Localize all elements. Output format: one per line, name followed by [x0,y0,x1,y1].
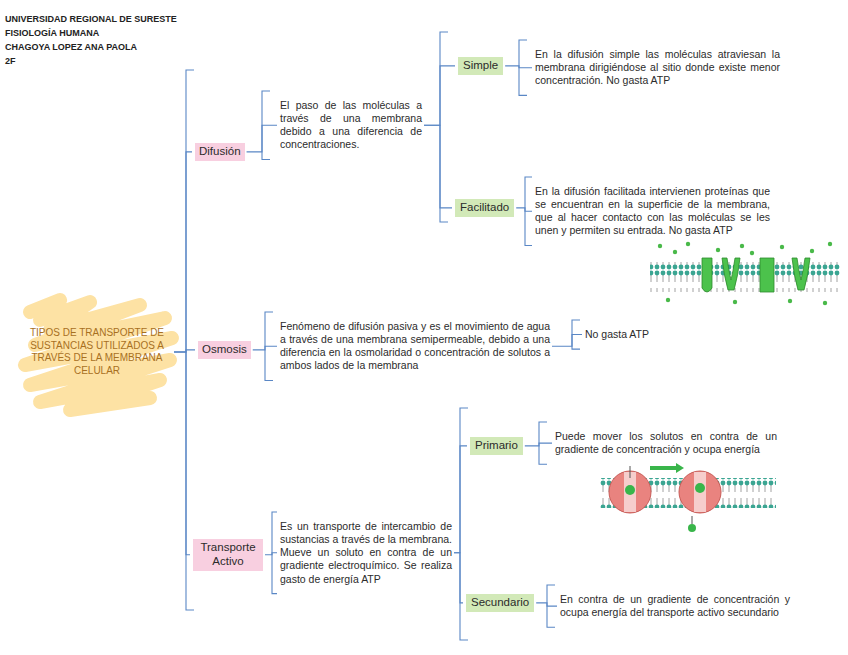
primary-transport-figure [600,463,776,532]
node-text: Puede mover los solutos en contra de un … [555,430,777,456]
description-text: Fenómeno de difusión pasiva y es el movi… [280,320,550,373]
subtype-tag: Facilitado [455,199,514,217]
category-tag: Osmosis [198,341,251,359]
bracket-connector [454,553,463,603]
bracket-connector [265,553,277,555]
node-text: Primario [475,439,518,453]
note-text: No gasta ATP [585,328,649,341]
bracket-connector [424,125,452,208]
bracket-spine [186,70,194,610]
bracket-spine [272,512,277,594]
description-text: En contra de un gradiente de concentraci… [560,593,790,619]
bracket-connector [525,443,552,446]
node-text: Simple [463,59,498,73]
root-topic: TIPOS DE TRANSPORTE DE SUSTANCIAS UTILIZ… [22,325,172,379]
bracket-spine [525,177,532,246]
header-text: UNIVERSIDAD REGIONAL DE SURESTE [5,14,177,24]
bracket-spine [519,40,527,95]
header-text: 2F [5,56,16,66]
node-text: Osmosis [202,343,247,357]
bracket-spine [539,422,547,464]
scribble-background [25,300,172,410]
bracket-spine [440,32,448,222]
description-text: Es un transporte de intercambio de susta… [280,520,452,586]
category-tag: Difusión [195,143,245,161]
bracket-connector [552,335,582,347]
facilitated-diffusion-figure [650,242,840,305]
node-text: Es un transporte de intercambio de susta… [280,520,452,586]
subtype-tag: Primario [470,437,523,455]
node-text: En la difusión simple las moléculas atra… [535,48,780,87]
bracket-connector [516,208,532,211]
bracket-spine [547,585,555,627]
header-text: CHAGOYA LOPEZ ANA PAOLA [5,42,137,52]
subtype-tag: Secundario [466,594,534,612]
description-text: En la difusión simple las moléculas atra… [535,48,780,87]
bracket-connector [174,152,192,352]
node-text: Difusión [199,145,241,159]
header-text: FISIOLOGÍA HUMANA [5,28,99,38]
category-tag: Transporte Activo [193,539,263,571]
node-text: En la difusión facilitada intervienen pr… [535,185,770,238]
description-text: Puede mover los solutos en contra de un … [555,430,777,456]
node-text: TIPOS DE TRANSPORTE DE SUSTANCIAS UTILIZ… [24,327,170,377]
node-text: Transporte Activo [197,541,259,569]
node-text: Fenómeno de difusión pasiva y es el movi… [280,320,550,373]
description-text: El paso de las moléculas a través de una… [280,99,422,152]
node-text: Secundario [471,596,529,610]
node-text: No gasta ATP [585,328,649,341]
bracket-spine [262,91,270,160]
bracket-connector [174,352,190,555]
node-text: El paso de las moléculas a través de una… [280,99,422,152]
node-text: En contra de un gradiente de concentraci… [560,593,790,619]
node-text: Facilitado [460,201,509,215]
description-text: En la difusión facilitada intervienen pr… [535,185,770,238]
bracket-spine [572,320,580,349]
bracket-spine [265,312,273,381]
subtype-tag: Simple [458,57,503,75]
